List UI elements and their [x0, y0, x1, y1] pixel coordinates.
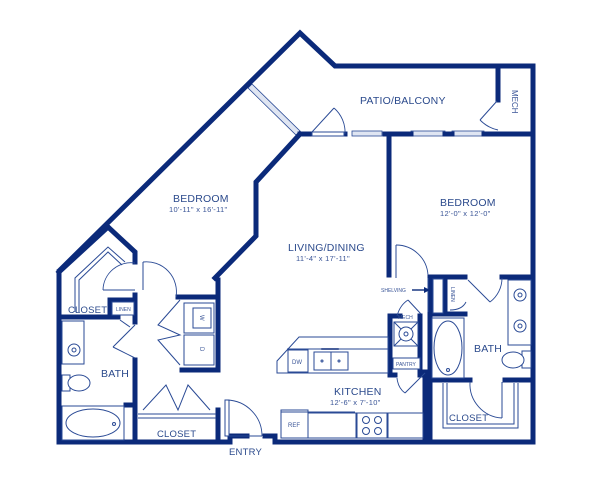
window-bedroom-left-diagonal	[247, 83, 301, 136]
closet-left-shelf	[74, 246, 126, 312]
mech-kitchen-label: MECH	[398, 315, 413, 321]
windows	[247, 83, 485, 137]
labels: PATIO/BALCONY MECH BEDROOM 10'-11" x 16'…	[68, 90, 519, 458]
living-dining-dimensions: 11'-4" x 17'-11"	[296, 254, 350, 263]
refrigerator	[280, 409, 309, 439]
door-bedroom-left[interactable]	[102, 261, 177, 298]
door-patio-mech[interactable]	[479, 100, 499, 131]
door-linen-right[interactable]	[449, 301, 467, 311]
burner-icon	[362, 416, 370, 424]
fixtures	[61, 246, 532, 441]
bedroom-right-dimensions: 12'-0" x 12'-0"	[440, 209, 491, 218]
kitchen-dimensions: 12'-6" x 7'-10"	[330, 398, 381, 407]
living-dining-label: LIVING/DINING	[288, 242, 365, 254]
dryer	[183, 334, 215, 366]
dishwasher-label: DW	[292, 360, 302, 366]
toilet-left-icon	[67, 374, 91, 392]
door-patio[interactable]	[311, 107, 346, 137]
mech-patio-label: MECH	[510, 90, 519, 114]
window-living-patio	[351, 130, 383, 137]
linen-right-label: LINEN	[449, 287, 455, 302]
bath-left-label: BATH	[101, 368, 129, 380]
window-bedroom-right-1	[410, 130, 446, 137]
door-closet-right[interactable]	[469, 381, 503, 419]
pantry-label: PANTRY	[396, 362, 416, 368]
shelving	[432, 278, 444, 314]
bedroom-left-label: BEDROOM	[173, 193, 229, 205]
walls	[55, 29, 536, 445]
entry-label: ENTRY	[229, 447, 262, 458]
linen-left-label: LINEN	[116, 307, 131, 313]
bath-right-label: BATH	[474, 343, 502, 355]
door-bedroom-right[interactable]	[395, 244, 429, 278]
dishwasher	[287, 349, 309, 373]
closet-left-bottom-label: CLOSET	[157, 429, 196, 440]
shelving-label: SHELVING	[381, 288, 406, 294]
bedroom-right-label: BEDROOM	[440, 197, 496, 209]
washer-label: W	[198, 315, 204, 321]
closet-right-label: CLOSET	[449, 413, 488, 424]
dryer-label: D	[198, 347, 204, 352]
closet-left-top-label: CLOSET	[68, 305, 107, 316]
tub-left-basin	[65, 408, 121, 438]
toilet-right-icon	[501, 351, 525, 369]
window-bedroom-right-2	[451, 130, 485, 137]
door-pantry[interactable]	[396, 372, 426, 394]
door-closet-bottom-bifold[interactable]	[142, 384, 211, 412]
refrigerator-label: REF	[288, 423, 300, 429]
tub-right-basin	[433, 320, 463, 376]
door-laundry-bifold[interactable]	[157, 299, 182, 366]
patio-label: PATIO/BALCONY	[360, 95, 446, 107]
pantry-shelf	[392, 357, 421, 370]
vanity-left	[61, 320, 85, 365]
kitchen-label: KITCHEN	[334, 386, 382, 398]
stove	[356, 412, 388, 439]
door-bath-right[interactable]	[467, 277, 503, 303]
door-entry[interactable]	[224, 399, 263, 437]
bedroom-left-dimensions: 10'-11" x 16'-11"	[169, 205, 227, 214]
doors	[102, 100, 503, 437]
kitchen-bottom-counter	[307, 412, 357, 439]
door-mech-kitchen[interactable]	[396, 299, 422, 317]
door-linen-left[interactable]	[119, 319, 131, 328]
door-bath-left[interactable]	[112, 324, 136, 359]
closet-right-shelf	[442, 383, 519, 429]
linen-left-box	[111, 301, 135, 316]
